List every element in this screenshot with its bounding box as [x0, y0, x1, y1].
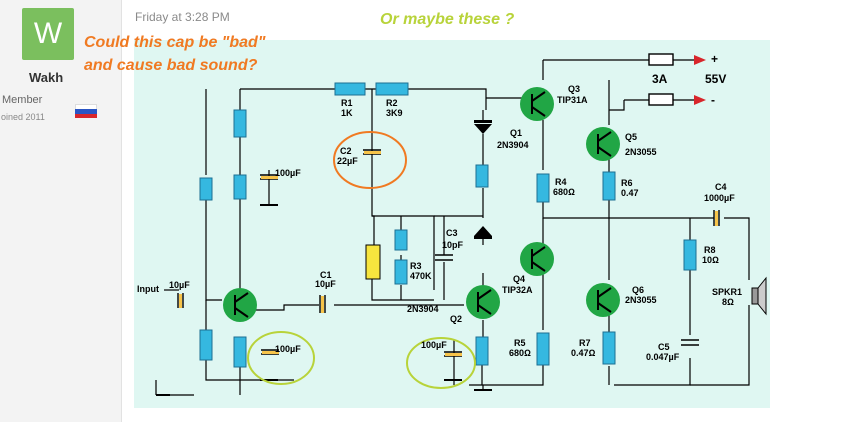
user-joined: oined 2011: [1, 112, 45, 122]
r3-name: R3: [410, 261, 422, 271]
annotation-question: Could this cap be "bad" and cause bad so…: [84, 31, 344, 77]
q2-label: Q2: [450, 314, 462, 324]
voltage-label: 55V: [705, 72, 726, 86]
r5-name: R5: [514, 338, 526, 348]
input-label: Input: [137, 284, 159, 294]
q6-part: 2N3055: [625, 295, 657, 305]
q4: [520, 242, 554, 276]
q1-part: 2N3904: [497, 140, 529, 150]
q5: [586, 127, 620, 161]
r7-value: 0.47Ω: [571, 348, 596, 358]
q2: [466, 285, 500, 319]
r6-name: R6: [621, 178, 633, 188]
q5-name: Q5: [625, 132, 637, 142]
r1-value: 1K: [341, 108, 353, 118]
input-cap-value: 10µF: [169, 280, 190, 290]
minus-arrow: [694, 95, 706, 105]
c1-name: C1: [320, 270, 332, 280]
c3-name: C3: [446, 228, 458, 238]
c3-value: 10pF: [442, 240, 464, 250]
r2-name: R2: [386, 98, 398, 108]
r2-value: 3K9: [386, 108, 403, 118]
q4-name: Q4: [513, 274, 525, 284]
cap-bottom-mid-value: 100µF: [421, 340, 447, 350]
cap-bottom-left-value: 100µF: [275, 344, 301, 354]
transistors: [223, 87, 620, 322]
resistors: [199, 82, 697, 368]
c1-value: 10µF: [315, 279, 336, 289]
ceramic-caps: [435, 254, 699, 346]
q4-part: TIP32A: [502, 285, 533, 295]
diodes: [474, 120, 492, 239]
speaker-icon: [751, 276, 767, 316]
russia-flag-icon: [75, 104, 97, 118]
q5-part: 2N3055: [625, 147, 657, 157]
user-role: Member: [2, 94, 43, 106]
cap-fills: [179, 151, 718, 356]
q-input: [223, 288, 257, 322]
r4-name: R4: [555, 177, 567, 187]
trimmer-pot: [365, 244, 381, 280]
q6: [586, 283, 620, 317]
fuse-label: 3A: [652, 72, 668, 86]
username-link[interactable]: Wakh: [29, 70, 64, 85]
highlight-circle-mid-cap: [406, 337, 476, 389]
cap-top-left-value: 100µF: [275, 168, 301, 178]
highlight-circle-c2: [333, 131, 407, 189]
c5-value: 0.047µF: [646, 352, 680, 362]
note-line-1: Could this cap be "bad": [84, 34, 266, 51]
r6-value: 0.47: [621, 188, 639, 198]
r1-name: R1: [341, 98, 353, 108]
r7-name: R7: [579, 338, 591, 348]
post-timestamp[interactable]: Friday at 3:28 PM: [135, 10, 230, 24]
user-sidebar: W Wakh Member oined 2011: [0, 0, 121, 422]
q1-name: Q1: [510, 128, 522, 138]
annotation-or-maybe-these: Or maybe these ?: [380, 11, 515, 28]
q2-part: 2N3904: [407, 304, 439, 314]
r3-value: 470K: [410, 271, 432, 281]
r8-name: R8: [704, 245, 716, 255]
c5-name: C5: [658, 342, 670, 352]
c4-name: C4: [715, 182, 727, 192]
q3: [520, 87, 554, 121]
schematic-image: R1 1K R2 3K9 C2 22µF 100µF 100µF 100µF C…: [134, 40, 770, 408]
r5-value: 680Ω: [509, 348, 531, 358]
note-line-2: and cause bad sound?: [84, 57, 258, 74]
plus-arrow: [694, 55, 706, 65]
c4-value: 1000µF: [704, 193, 735, 203]
r4-value: 680Ω: [553, 187, 575, 197]
plus-label: +: [711, 52, 718, 66]
q3-name: Q3: [568, 84, 580, 94]
minus-label: -: [711, 93, 715, 107]
r8-value: 10Ω: [702, 255, 719, 265]
c2-value: 22µF: [337, 156, 358, 166]
highlight-circle-left-cap: [247, 331, 315, 385]
avatar[interactable]: W: [22, 8, 74, 60]
spkr-value: 8Ω: [722, 297, 734, 307]
q3-part: TIP31A: [557, 95, 588, 105]
spkr-name: SPKR1: [712, 287, 742, 297]
sidebar-divider: [121, 0, 122, 422]
q6-name: Q6: [632, 285, 644, 295]
c2-name: C2: [340, 146, 352, 156]
